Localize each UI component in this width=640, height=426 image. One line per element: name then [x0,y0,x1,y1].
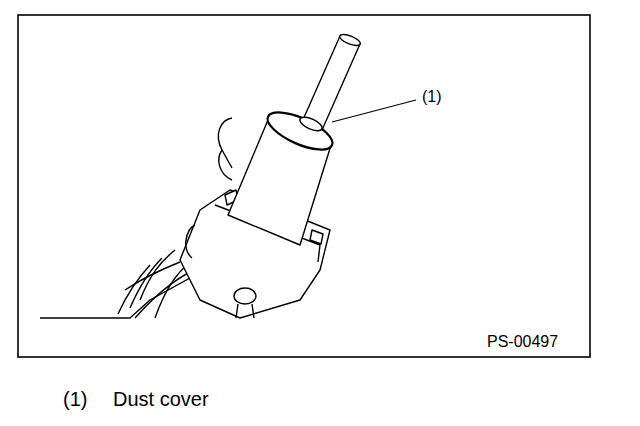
housing-boss [186,225,195,258]
figure-frame [18,15,590,357]
pinion-shaft [302,36,360,130]
flange-bolt [310,230,323,244]
figure-code: PS-00497 [487,333,558,351]
boot-bellows [118,250,190,318]
callout-number: (1) [63,388,87,411]
part-name: Dust cover [113,388,209,411]
housing-bolt [234,288,256,304]
boot-bellows [125,262,180,290]
shaft-end [338,32,361,48]
leader-line [332,100,416,122]
callout-number: (1) [422,88,442,106]
dust-cover [263,105,338,157]
dust-cover-lip [298,115,324,134]
valve-body [219,150,232,180]
valve-body [218,118,232,168]
housing-bolt [236,304,254,318]
